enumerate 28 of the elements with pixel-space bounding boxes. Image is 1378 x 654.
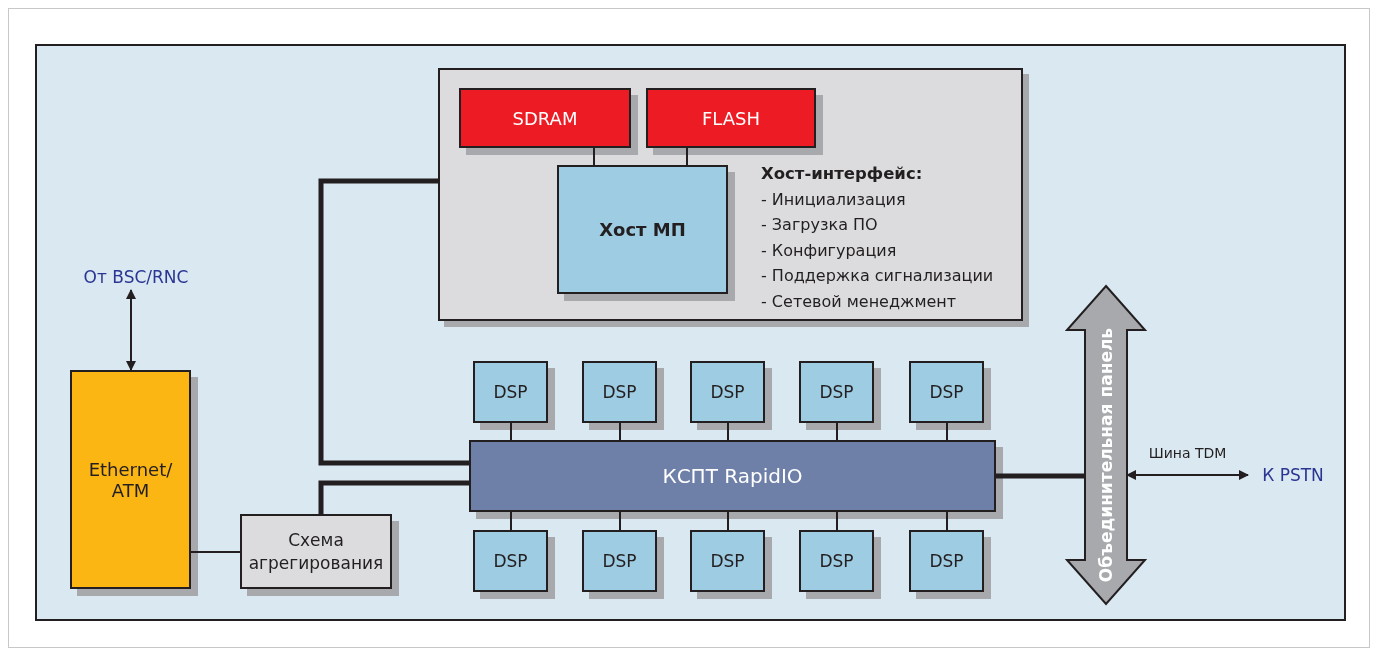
- connector-line: [510, 422, 512, 441]
- external-label: От BSC/RNC: [68, 264, 204, 290]
- arrow: [126, 289, 136, 371]
- connector-line: [946, 422, 948, 441]
- connector-line: [619, 511, 621, 531]
- connector-line: [619, 422, 621, 441]
- edge-label: Шина TDM: [1147, 445, 1228, 461]
- connector-line: [593, 147, 595, 166]
- connector-line: [996, 473, 1085, 479]
- arrow: [1126, 470, 1249, 480]
- connector-line: [836, 511, 838, 531]
- connector-line: [727, 511, 729, 531]
- connector-line: [190, 551, 241, 553]
- connector-line: [318, 178, 469, 466]
- external-label: К PSTN: [1248, 462, 1338, 488]
- list-item: - Поддержка сигнализации: [761, 266, 994, 285]
- list-item: - Инициализация: [761, 189, 906, 209]
- list-item: - Сетевой менеджмент: [761, 291, 957, 311]
- connector-line: [836, 422, 838, 441]
- backplane-label: Объединительная панель: [1095, 326, 1117, 585]
- list-heading: Хост-интерфейс:: [761, 164, 923, 183]
- connector-line: [510, 511, 512, 531]
- connector-line: [686, 147, 688, 166]
- connector-line: [946, 511, 948, 531]
- connector-line: [727, 422, 729, 441]
- connector-line: [318, 480, 469, 514]
- list-item: - Конфигурация: [761, 240, 897, 260]
- list-item: - Загрузка ПО: [761, 215, 878, 234]
